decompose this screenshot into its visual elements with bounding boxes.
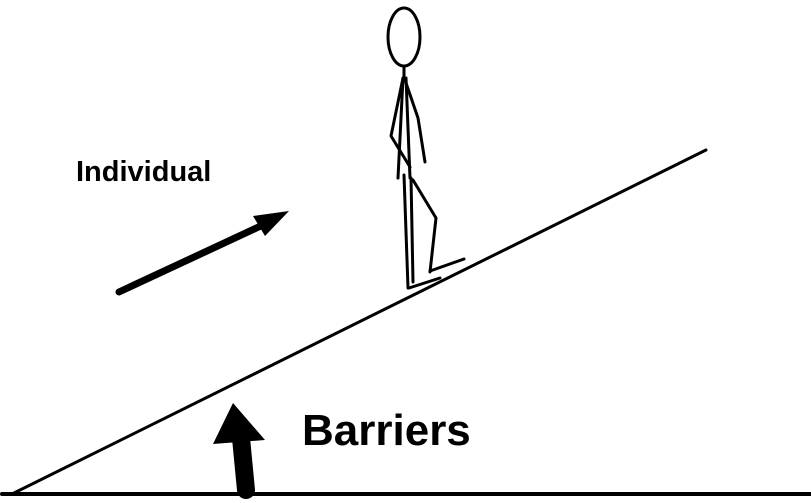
barriers-arrow-icon	[213, 403, 265, 499]
back-arm	[403, 78, 427, 164]
foot-back	[428, 257, 466, 273]
torso-right	[404, 76, 412, 180]
barriers-arrow-shaft	[232, 429, 255, 499]
foot-front	[407, 276, 442, 290]
individual-arrow-head	[253, 211, 289, 236]
individual-arrow-icon	[115, 211, 289, 296]
leg-left	[402, 173, 410, 290]
front-arm	[389, 76, 412, 169]
barriers-label: Barriers	[302, 406, 471, 455]
individual-arrow-shaft	[115, 220, 269, 296]
torso-left	[396, 76, 405, 180]
slope-line	[12, 148, 708, 495]
head	[386, 6, 422, 68]
leg-left-inner	[409, 176, 415, 284]
individual-label: Individual	[76, 156, 211, 188]
stick-figure-icon	[386, 6, 466, 290]
barriers-arrow-head	[213, 403, 265, 444]
leg-right	[411, 178, 438, 274]
